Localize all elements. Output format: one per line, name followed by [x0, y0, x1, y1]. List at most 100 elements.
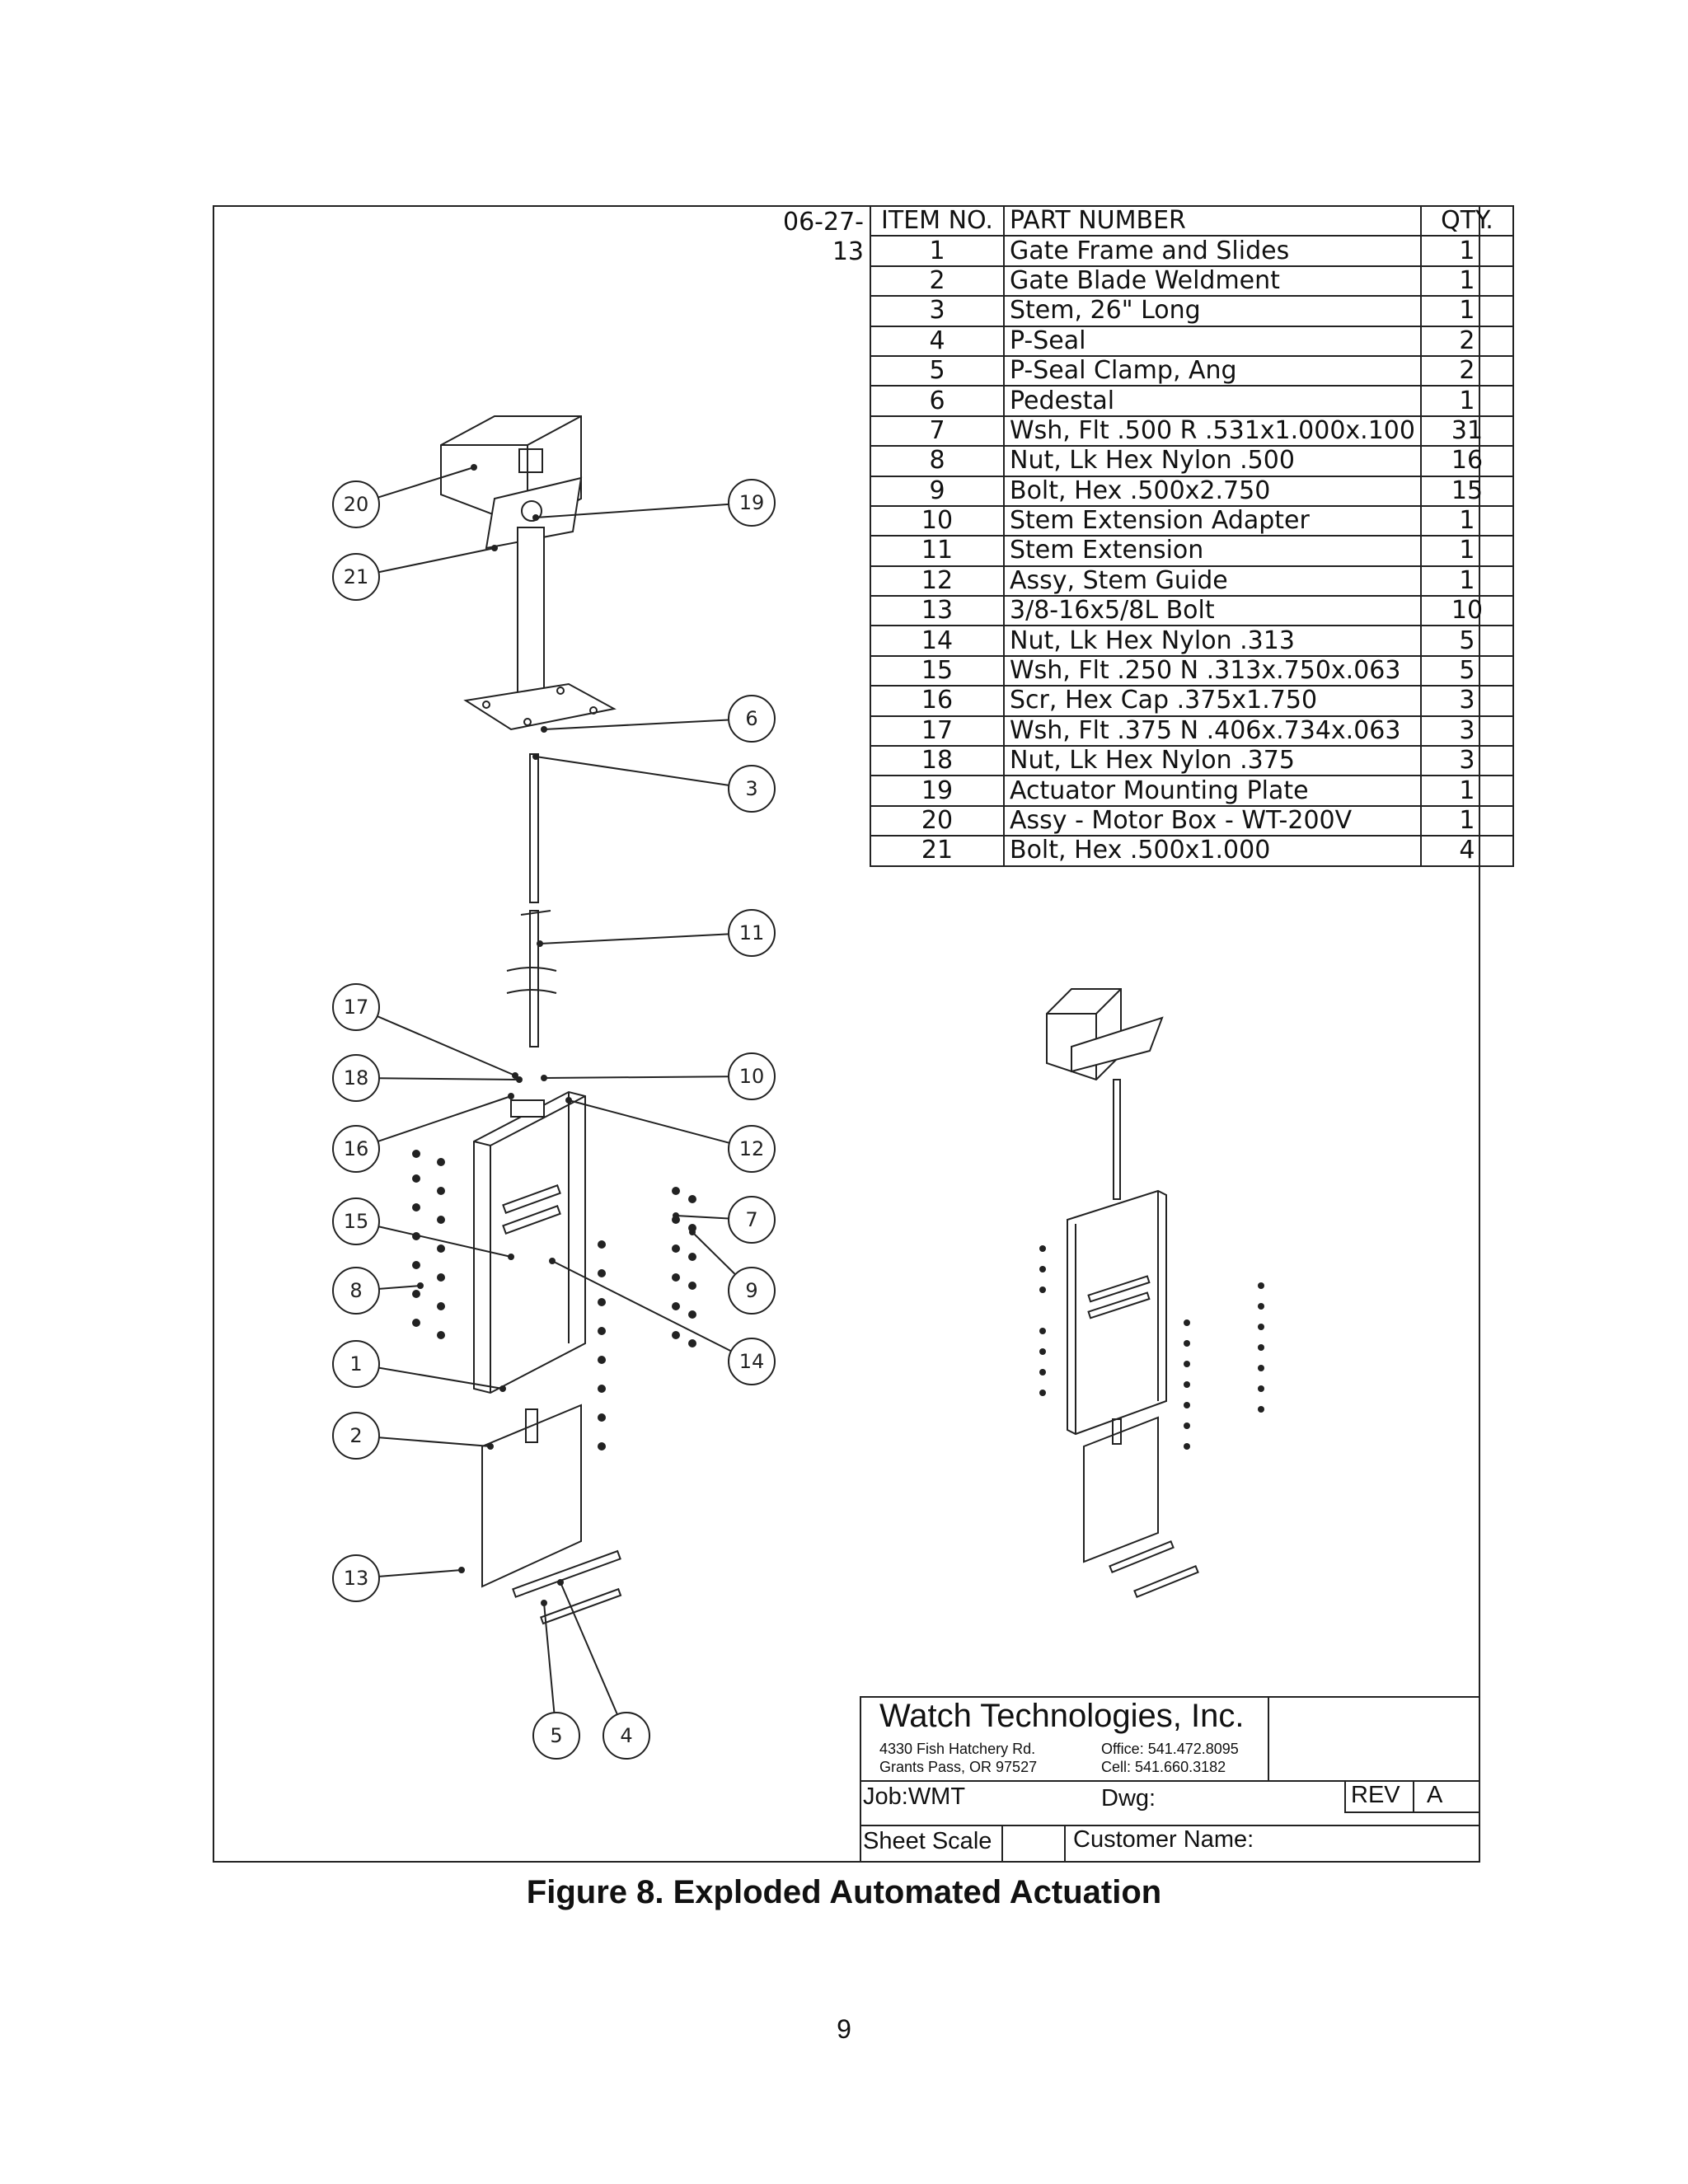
bom-part-number: Assy, Stem Guide [1003, 565, 1422, 598]
bom-header-qty: QTY. [1419, 204, 1514, 237]
callout-label: 6 [745, 707, 757, 730]
bom-part-number: Nut, Lk Hex Nylon .500 [1003, 445, 1422, 477]
bom-header-row: ITEM NO. PART NUMBER QTY. [870, 204, 1514, 237]
bom-quantity: 4 [1419, 835, 1514, 867]
bom-part-number: 3/8-16x5/8L Bolt [1003, 595, 1422, 627]
callout-balloon [332, 1554, 380, 1602]
callout-9: 9 [689, 1229, 776, 1315]
callout-label: 9 [745, 1279, 757, 1302]
leader-line [377, 1015, 516, 1076]
bom-quantity: 2 [1419, 354, 1514, 387]
bom-item-number: 7 [870, 415, 1005, 448]
bom-quantity: 1 [1419, 565, 1514, 598]
leader-line [551, 1260, 732, 1352]
bom-part-number: P-Seal [1003, 325, 1422, 357]
bom-item-number: 18 [870, 745, 1005, 777]
bom-quantity: 1 [1419, 295, 1514, 327]
bom-item-number: 11 [870, 535, 1005, 567]
leader-line [377, 466, 475, 499]
bom-part-number: Stem Extension Adapter [1003, 504, 1422, 537]
callout-label: 7 [745, 1208, 757, 1231]
bom-item-number: 16 [870, 685, 1005, 717]
callout-label: 2 [349, 1424, 362, 1447]
callout-label: 21 [344, 565, 369, 588]
leader-tip [512, 1072, 518, 1079]
callout-balloon [728, 479, 776, 527]
bom-header-item: ITEM NO. [870, 204, 1005, 237]
leader-tip [689, 1229, 696, 1235]
callout-11: 11 [537, 909, 776, 957]
callout-balloon [332, 480, 380, 528]
bom-quantity: 3 [1419, 685, 1514, 717]
leader-tip [532, 514, 539, 521]
bom-quantity: 5 [1419, 654, 1514, 687]
bom-item-number: 19 [870, 775, 1005, 807]
callout-balloon [728, 1267, 776, 1315]
leader-tip [417, 1282, 424, 1289]
callout-label: 19 [739, 491, 765, 514]
leader-tip [508, 1093, 514, 1099]
motor-box-part [440, 415, 583, 550]
leader-line [378, 547, 495, 574]
bom-quantity: 1 [1419, 535, 1514, 567]
callout-8: 8 [332, 1267, 424, 1315]
leader-tip [541, 726, 547, 733]
callout-balloon [728, 765, 776, 813]
bom-header-part: PART NUMBER [1003, 204, 1422, 237]
callout-label: 20 [344, 493, 369, 516]
callout-balloon [332, 1054, 380, 1102]
callout-21: 21 [332, 545, 498, 601]
leader-line [560, 1582, 618, 1715]
callout-label: 1 [349, 1352, 362, 1376]
callout-20: 20 [332, 464, 477, 528]
callout-6: 6 [541, 695, 776, 743]
callout-balloon [332, 1197, 380, 1245]
bom-quantity: 1 [1419, 265, 1514, 298]
leader-line [378, 1366, 504, 1390]
callout-balloon [332, 1412, 380, 1460]
leader-tip [458, 1567, 465, 1573]
leader-tip [557, 1579, 564, 1586]
leader-line [675, 1215, 729, 1220]
callout-17: 17 [332, 983, 518, 1079]
rev-value-cell [1413, 1780, 1480, 1813]
callout-balloon [532, 1712, 580, 1760]
drawing-frame [213, 205, 1480, 1863]
sheet-scale-label: Sheet Scale [863, 1828, 992, 1854]
gate-frame-part [473, 1090, 586, 1394]
callout-label: 5 [550, 1724, 562, 1747]
bom-quantity: 5 [1419, 625, 1514, 657]
bom-item-number: 8 [870, 445, 1005, 477]
company-name: Watch Technologies, Inc. [879, 1698, 1245, 1734]
office-phone: Office: 541.472.8095 [1101, 1741, 1239, 1757]
bom-part-number: Gate Frame and Slides [1003, 235, 1422, 267]
bom-part-number: Wsh, Flt .500 R .531x1.000x.100 [1003, 415, 1422, 448]
leader-tip [499, 1385, 506, 1392]
bom-item-number: 20 [870, 804, 1005, 837]
leader-tip [471, 464, 477, 471]
leader-line [539, 933, 729, 944]
bom-item-number: 12 [870, 565, 1005, 598]
bom-item-number: 9 [870, 475, 1005, 507]
callout-14: 14 [549, 1258, 776, 1385]
callout-label: 16 [344, 1137, 369, 1160]
bom-quantity: 1 [1419, 235, 1514, 267]
callout-balloon [332, 1267, 380, 1315]
bom-quantity: 16 [1419, 445, 1514, 477]
bom-part-number: Gate Blade Weldment [1003, 265, 1422, 298]
callout-label: 3 [745, 777, 757, 800]
callout-balloon [728, 1338, 776, 1385]
leader-line [543, 1602, 556, 1713]
callout-19: 19 [532, 479, 776, 527]
page-number: 9 [837, 2014, 851, 2044]
callout-18: 18 [332, 1054, 523, 1102]
